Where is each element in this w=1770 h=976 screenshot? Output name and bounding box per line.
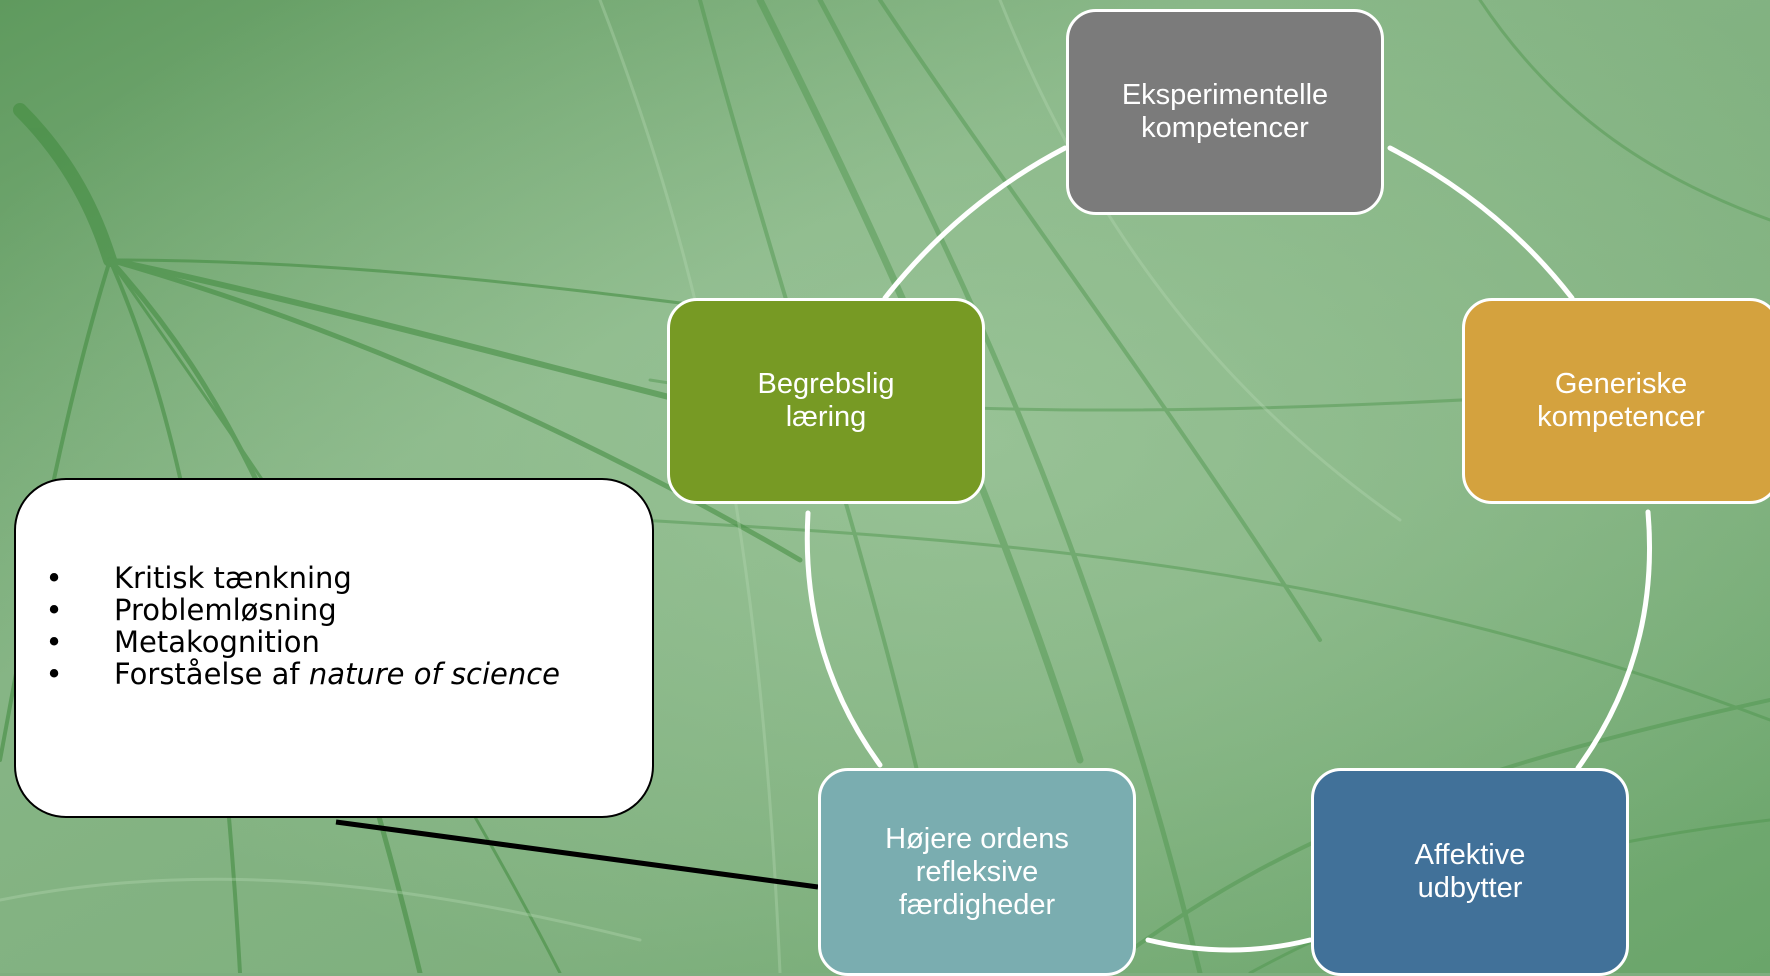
connector-hojere-begrebslig (804, 510, 883, 768)
node-label: Eksperimentelle kompetencer (1121, 79, 1329, 144)
list-item-text: Problemløsning (114, 593, 337, 627)
node-begrebslig-laering: Begrebslig læring (667, 298, 985, 504)
node-hojere-ordens-refleksive-faerdigheder: Højere ordens refleksive færdigheder (818, 768, 1136, 976)
node-label: Begrebslig læring (757, 368, 895, 433)
list-item: • Kritisk tænkning (16, 562, 652, 594)
list-item: • Forståelse af nature of science (16, 658, 652, 690)
connector-begrebslig-eksperimentelle (882, 145, 1068, 301)
list-item-text: Kritisk tænkning (114, 561, 352, 595)
callout-box: • Kritisk tænkning • Problemløsning • Me… (14, 478, 654, 818)
node-generiske-kompetencer: Generiske kompetencer (1462, 298, 1770, 504)
node-label: Affektive udbytter (1414, 839, 1526, 904)
connector-affektive-hojere (1145, 937, 1313, 953)
bullet-glyph: • (45, 593, 63, 627)
node-label: Højere ordens refleksive færdigheder (885, 822, 1069, 921)
bullet-glyph: • (45, 657, 63, 691)
node-label: Generiske kompetencer (1537, 368, 1705, 433)
list-item: • Metakognition (16, 626, 652, 658)
callout-bullet-list: • Kritisk tænkning • Problemløsning • Me… (16, 562, 652, 690)
node-affektive-udbytter: Affektive udbytter (1311, 768, 1629, 976)
list-item-text: Metakognition (114, 625, 320, 659)
connector-eksperimentelle-generiske (1387, 145, 1575, 301)
bullet-glyph: • (45, 625, 63, 659)
list-item-text: Forståelse af (114, 657, 309, 691)
list-item: • Problemløsning (16, 594, 652, 626)
node-eksperimentelle-kompetencer: Eksperimentelle kompetencer (1066, 9, 1384, 215)
list-item-emphasis: nature of science (308, 657, 561, 691)
connector-generiske-affektive (1575, 509, 1653, 771)
bullet-glyph: • (45, 561, 63, 595)
